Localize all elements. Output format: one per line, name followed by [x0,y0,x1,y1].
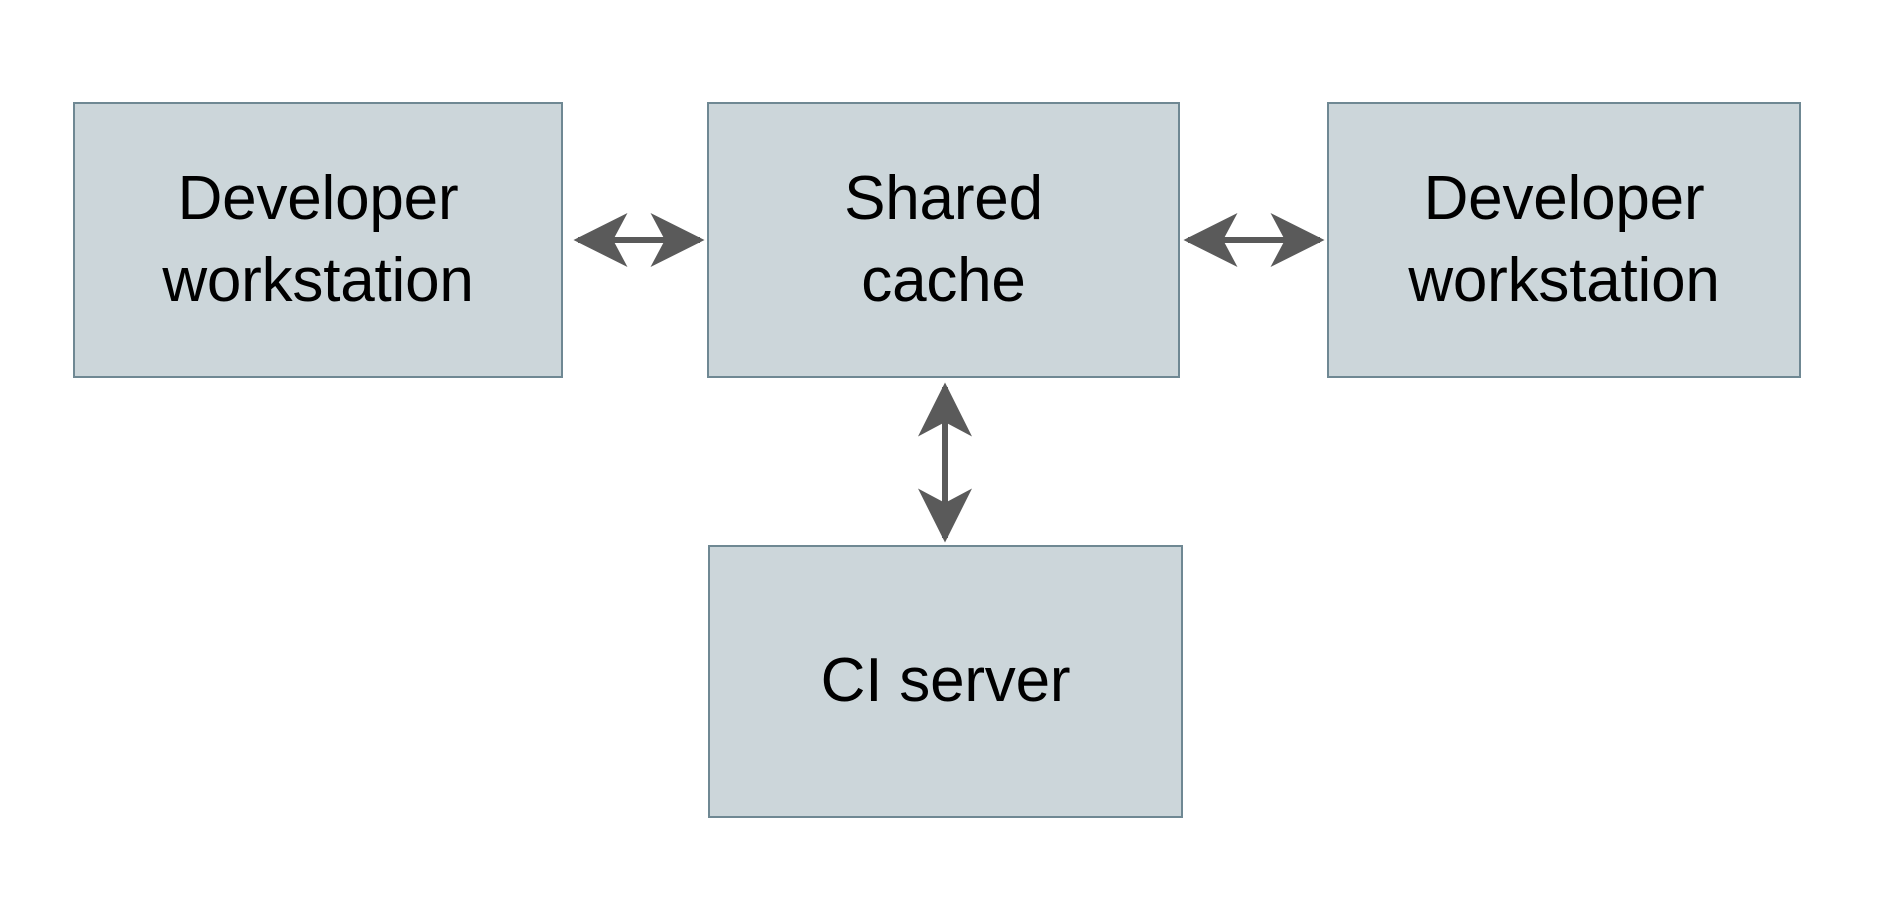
node-label: CI server [820,646,1071,716]
node-developer-workstation-left[interactable]: Developer workstation [73,102,563,378]
node-ci-server[interactable]: CI server [708,545,1183,818]
node-label: Shared cache [844,163,1043,315]
node-label: Developer workstation [1408,163,1720,315]
node-label: Developer workstation [162,163,474,315]
node-developer-workstation-right[interactable]: Developer workstation [1327,102,1801,378]
node-shared-cache[interactable]: Shared cache [707,102,1180,378]
